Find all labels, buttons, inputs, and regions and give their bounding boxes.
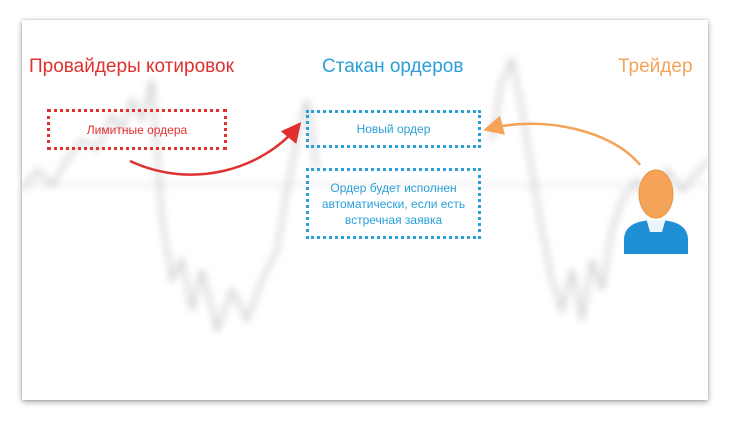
slide: Провайдеры котировок Стакан ордеров Трей… <box>22 20 708 400</box>
order-book-heading: Стакан ордеров <box>322 56 464 77</box>
limit-to-book-arrow <box>129 122 302 176</box>
new-order-box: Новый ордер <box>306 110 481 148</box>
auto-execution-label: Ордер будет исполнен автоматически, если… <box>321 180 466 227</box>
trader-to-book-arrow <box>483 115 641 166</box>
new-order-label: Новый ордер <box>356 122 431 136</box>
limit-orders-label: Лимитные ордера <box>86 122 188 137</box>
providers-heading: Провайдеры котировок <box>29 56 234 77</box>
flow-arrows <box>129 115 641 176</box>
person-icon <box>624 169 688 254</box>
trader-heading: Трейдер <box>618 56 693 77</box>
auto-execution-box: Ордер будет исполнен автоматически, если… <box>306 168 481 239</box>
limit-orders-box: Лимитные ордера <box>47 109 227 150</box>
